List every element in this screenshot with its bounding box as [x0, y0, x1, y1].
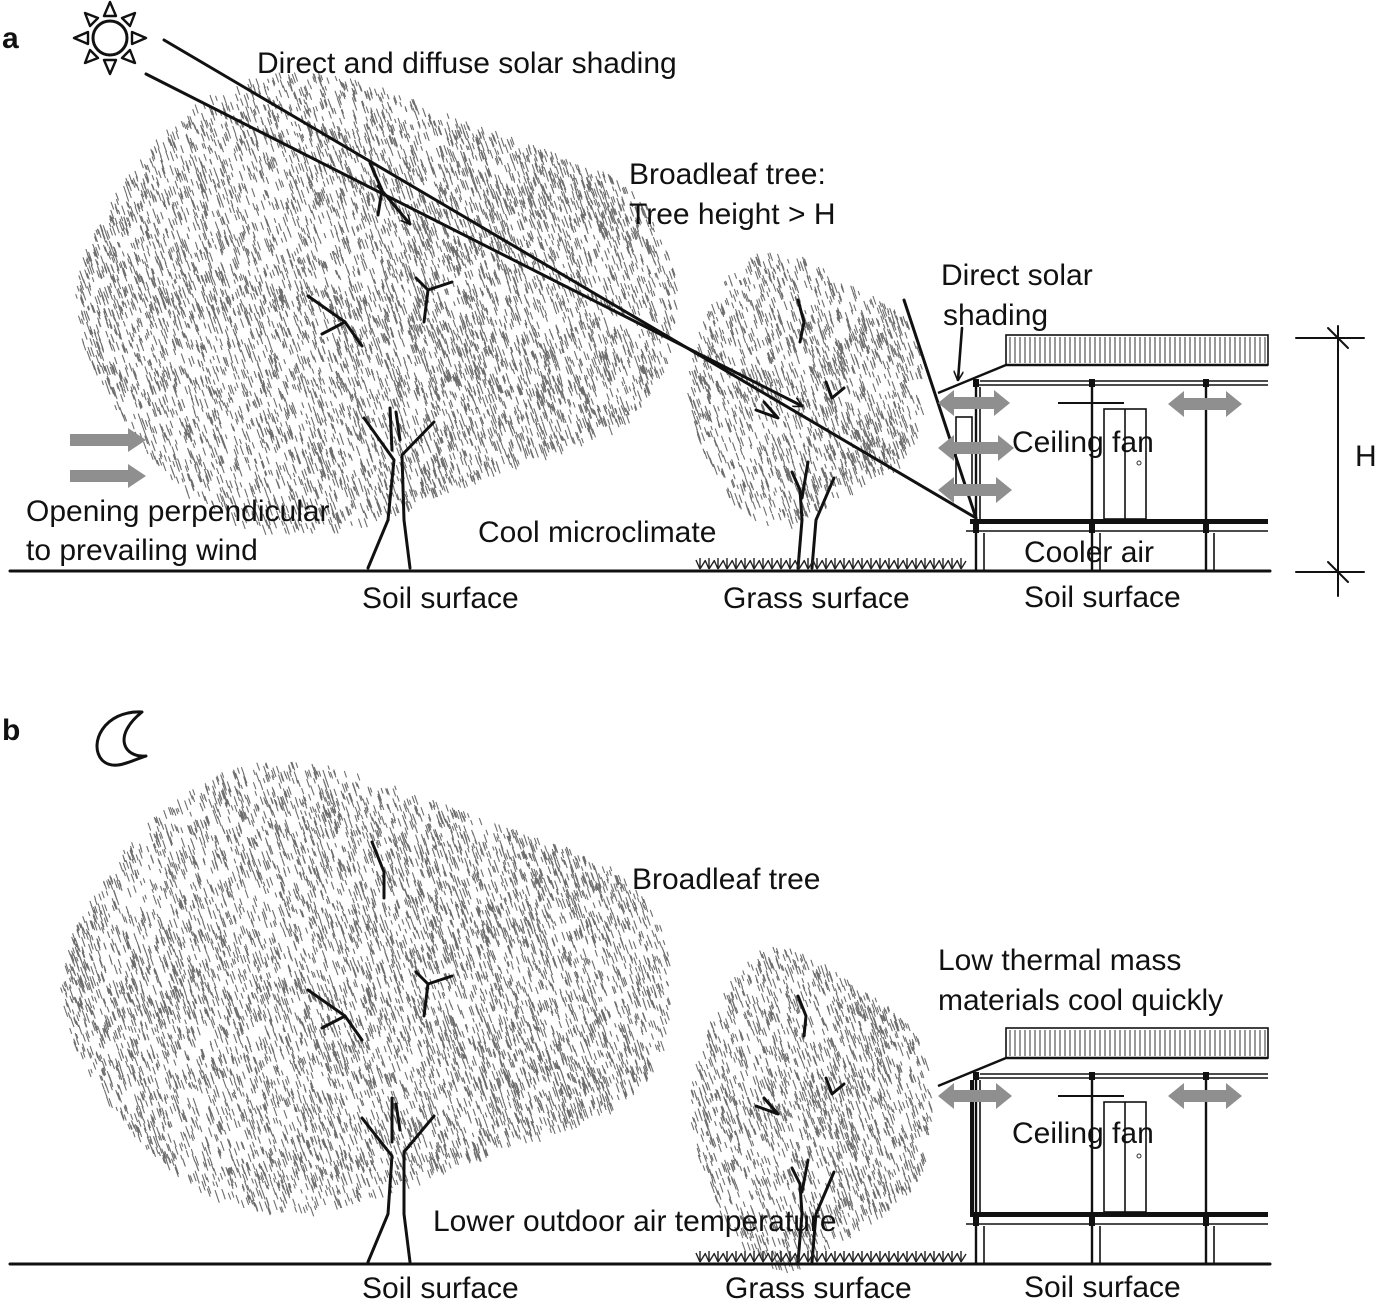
- broadleaf-tree-label: Broadleaf tree: [632, 863, 820, 896]
- broadleaf-tree-canopy: [75, 72, 925, 535]
- soil-surface-label: Soil surface: [1024, 1271, 1181, 1304]
- direct-shading-pointer: [958, 326, 962, 380]
- shading-pointer: [376, 184, 410, 224]
- grass-surface-label: Grass surface: [725, 1272, 912, 1305]
- double-headed-airflow-arrow-icon: [938, 1083, 1242, 1109]
- house-elevation: [937, 334, 1269, 571]
- soil-surface-label: Soil surface: [362, 582, 519, 615]
- materials-cool-label: materials cool quickly: [938, 984, 1223, 1017]
- tree-height-label: Tree height > H: [629, 198, 836, 231]
- small-tree-trunk: [754, 298, 846, 570]
- cool-microclimate-label: Cool microclimate: [478, 516, 716, 549]
- soil-surface-label: Soil surface: [1024, 581, 1181, 614]
- crescent-moon-icon: [95, 710, 148, 767]
- opening-label: Opening perpendicular: [26, 495, 330, 528]
- thermal-mass-label: Low thermal mass: [938, 944, 1181, 977]
- solar-shading-label: Direct and diffuse solar shading: [257, 47, 677, 80]
- broadleaf-tree-trunk: [306, 840, 454, 1264]
- direct-solar-label: Direct solar: [941, 259, 1093, 292]
- grass-tufts: [695, 1251, 967, 1263]
- broadleaf-tree-label: Broadleaf tree:: [629, 158, 826, 191]
- panel-a-tag: a: [2, 22, 19, 55]
- ceiling-fan-label: Ceiling fan: [1012, 1117, 1154, 1150]
- panel-b: b Br: [2, 710, 1272, 1305]
- height-dimension: [1295, 325, 1365, 597]
- double-headed-airflow-arrow-icon: [938, 390, 1242, 503]
- grass-tufts: [695, 558, 967, 570]
- direct-shading-label: shading: [943, 299, 1048, 332]
- direct-solar-ray: [162, 38, 978, 520]
- panel-b-tag: b: [2, 714, 20, 747]
- lower-temperature-label: Lower outdoor air temperature: [433, 1205, 837, 1238]
- broadleaf-tree-canopy: [60, 761, 933, 1274]
- height-label: H: [1355, 440, 1377, 473]
- direct-shading-ray: [902, 298, 978, 520]
- grass-surface-label: Grass surface: [723, 582, 910, 615]
- cooler-air-label: Cooler air: [1024, 536, 1154, 569]
- small-tree-trunk: [754, 994, 846, 1264]
- panel-a: a: [2, 0, 1377, 615]
- sun-icon: [72, 0, 148, 76]
- house-elevation: [937, 1027, 1269, 1264]
- wind-arrow-icon: [70, 428, 146, 488]
- soil-surface-label: Soil surface: [362, 1272, 519, 1305]
- prevailing-wind-label: to prevailing wind: [26, 534, 258, 567]
- ceiling-fan-label: Ceiling fan: [1012, 426, 1154, 459]
